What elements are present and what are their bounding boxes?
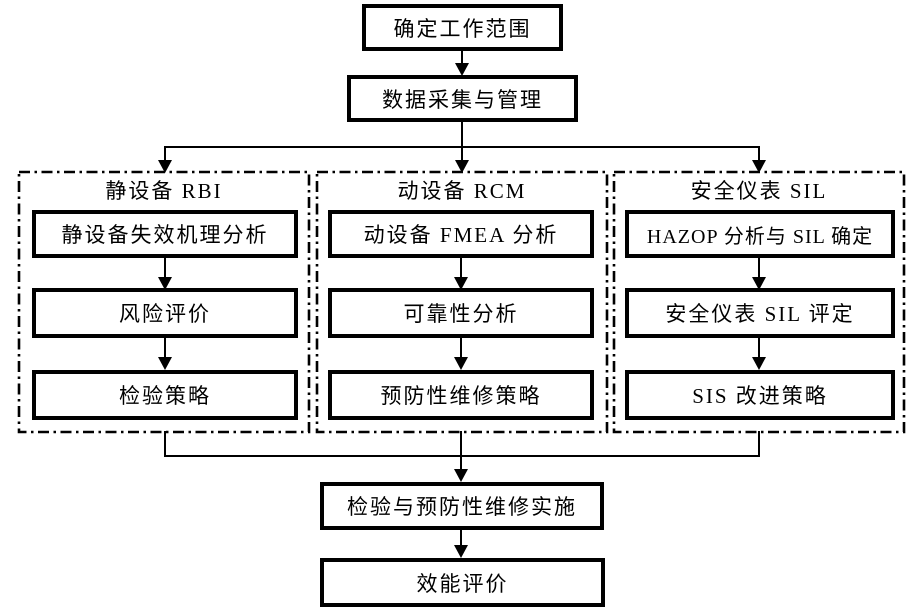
node-sil-hazop-analysis: HAZOP 分析与 SIL 确定: [625, 210, 895, 258]
node-rbi-risk-evaluation: 风险评价: [32, 288, 298, 338]
collector-columns-to-implementation: [164, 431, 760, 482]
node-evaluation: 效能评价: [320, 558, 605, 607]
arrow-scope-to-data: [455, 51, 469, 76]
arrow-rcm-step2-to-step3: [454, 337, 468, 370]
group-frame-rbi: [17, 170, 311, 434]
node-scope: 确定工作范围: [362, 4, 563, 51]
arrow-rbi-step1-to-step2: [158, 257, 172, 290]
node-rcm-reliability-analysis: 可靠性分析: [328, 288, 594, 338]
branch-data-to-columns: [158, 122, 766, 173]
column-title-rcm: 动设备 RCM: [397, 179, 527, 203]
node-rcm-preventive-maintenance-strategy: 预防性维修策略: [328, 370, 594, 420]
node-sis-improvement-strategy: SIS 改进策略: [625, 370, 895, 420]
node-data-collection: 数据采集与管理: [347, 75, 578, 122]
arrow-implementation-to-evaluation: [454, 530, 468, 558]
arrow-sil-step1-to-step2: [752, 257, 766, 290]
column-title-sil: 安全仪表 SIL: [690, 179, 828, 203]
node-rbi-failure-mechanism-analysis: 静设备失效机理分析: [32, 210, 298, 258]
arrow-rbi-step2-to-step3: [158, 337, 172, 370]
node-implementation: 检验与预防性维修实施: [320, 482, 604, 530]
node-rcm-fmea-analysis: 动设备 FMEA 分析: [328, 210, 594, 258]
node-sil-assessment: 安全仪表 SIL 评定: [625, 288, 895, 338]
arrow-rcm-step1-to-step2: [454, 257, 468, 290]
arrow-sil-step2-to-step3: [752, 337, 766, 370]
node-rbi-inspection-strategy: 检验策略: [32, 370, 298, 420]
column-title-rbi: 静设备 RBI: [105, 179, 223, 203]
